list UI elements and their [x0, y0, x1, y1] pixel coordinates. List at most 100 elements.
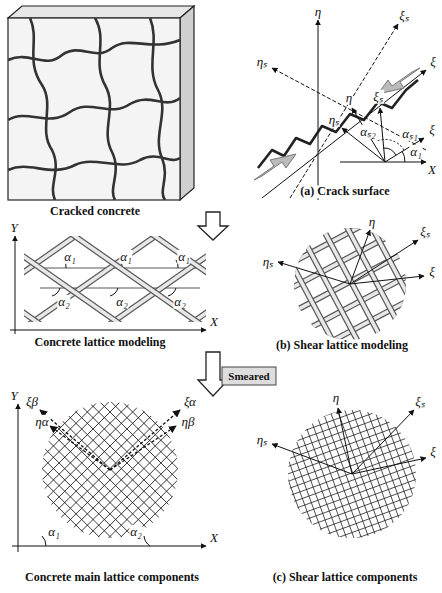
crack-surface: [258, 80, 418, 168]
shear-line: [330, 370, 402, 568]
axis-label: ξ: [428, 265, 436, 279]
main-axes: [42, 536, 46, 546]
axis-label: ηβ: [181, 415, 196, 429]
shear-line: [267, 476, 442, 548]
axis-label: α₂: [57, 295, 70, 309]
lattice-bar: [24, 236, 206, 322]
lattice-line: [20, 401, 178, 559]
shear-line: [337, 367, 409, 565]
main-axes: [110, 426, 176, 470]
axis-label: ξₛ: [414, 395, 426, 409]
shear-line: [262, 463, 442, 535]
main-axes: [110, 410, 180, 470]
main-axes: [50, 426, 110, 470]
concrete-block: [8, 98, 180, 120]
shear-bar: [223, 159, 393, 249]
lattice-line: [0, 328, 126, 486]
shear-lattice-axes: [272, 408, 426, 474]
axis-label: ηₛ: [256, 55, 268, 69]
shear-line: [310, 377, 382, 575]
shear-axes: [350, 230, 370, 284]
lattice-bar: [44, 236, 206, 286]
concrete-block: [30, 18, 56, 200]
lattice-line: [71, 350, 229, 508]
axis-label: ηα: [34, 415, 49, 429]
axis-label: ξₛ: [398, 9, 410, 23]
concrete-block: [150, 18, 165, 200]
shear-line: [396, 346, 442, 544]
lattice-line: [0, 430, 150, 588]
crack-surface: [380, 108, 385, 162]
lattice-bar: [24, 236, 206, 322]
lattice-bars: [24, 236, 206, 322]
crack-surface: [377, 139, 404, 150]
lattice-line: [88, 334, 246, 492]
main-axes: [12, 546, 206, 547]
axis-label: α₁: [63, 250, 76, 264]
shear-line: [363, 358, 435, 556]
lattice-line: [3, 418, 161, 576]
shear-bar: [287, 209, 377, 379]
lattice-line: [9, 413, 167, 571]
shear-line: [251, 398, 323, 593]
shear-line: [258, 396, 330, 593]
shear-line: [231, 406, 303, 593]
crack-surface: [340, 162, 426, 163]
smeared-tag: [222, 367, 276, 385]
shear-lattice-axes: [338, 408, 352, 474]
shear-line: [376, 353, 442, 551]
axis-label: Y: [9, 221, 18, 235]
axis-label: η: [332, 391, 340, 405]
shear-axes: [278, 262, 350, 284]
shear-line: [250, 430, 442, 502]
lattice-axes: [10, 330, 206, 331]
concrete-block: [8, 18, 180, 200]
crack-surface: [290, 24, 398, 198]
lattice-line: [65, 356, 223, 514]
lattice-bar: [24, 236, 206, 322]
shear-bars: [223, 157, 442, 409]
concrete-block: [8, 18, 180, 200]
main-axes: [144, 536, 150, 546]
axis-label: ξₛ: [372, 90, 384, 104]
axis-label: α₁: [119, 250, 132, 264]
shear-axes: [350, 276, 424, 284]
axis-label: α₂: [115, 295, 128, 309]
axis-label: α₁: [47, 525, 60, 539]
shear-bar: [384, 157, 442, 327]
axis-label: ξ: [429, 55, 437, 69]
shear-line: [248, 424, 442, 496]
axis-label: ξₛ: [419, 225, 431, 239]
axis-label: ξ: [428, 123, 436, 137]
lattice-line: [26, 396, 184, 554]
lattice-line: [43, 379, 201, 537]
shear-lattice-axes: [352, 458, 426, 474]
lattice-bar: [24, 236, 206, 322]
lattice-bar: [44, 236, 206, 286]
axis-label: η: [368, 215, 376, 229]
crack-surface: [254, 20, 426, 200]
shear-line: [264, 394, 336, 592]
shear-bar: [384, 157, 442, 327]
concrete-block: [180, 6, 194, 200]
crack-surface: [318, 20, 319, 200]
panel-caption: (a) Crack surface: [299, 185, 390, 198]
concrete-block: [8, 6, 194, 200]
axis-label: Y: [9, 389, 18, 403]
shear-line: [389, 348, 442, 546]
shear-line: [226, 365, 424, 437]
lattice-line: [32, 390, 190, 548]
shear-line: [304, 379, 376, 577]
axis-label: X: [427, 163, 437, 177]
shear-bar: [268, 219, 358, 389]
lattice-line: [54, 367, 212, 525]
main-axes: [18, 404, 19, 552]
shear-line: [244, 401, 316, 593]
panel-caption: Concrete main lattice components: [24, 571, 200, 584]
lattice-line: [15, 407, 173, 565]
panel-caption: (b) Shear lattice modeling: [275, 339, 409, 352]
axis-label: αₛ₁: [401, 127, 418, 141]
panel-caption: (c) Shear lattice components: [272, 571, 419, 584]
lattice-line: [94, 328, 252, 486]
